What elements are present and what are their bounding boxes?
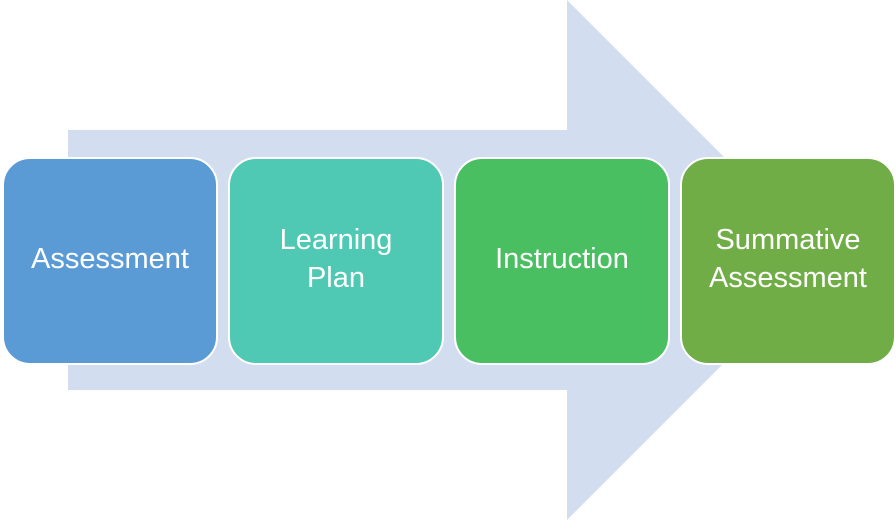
step-label: Summative Assessment [709,224,867,294]
step-label: Assessment [31,243,189,275]
step-assessment: Assessment [2,157,218,365]
arrow-shape [68,0,827,520]
step-instruction: Instruction [454,157,670,365]
step-label: Learning Plan [279,224,393,294]
step-learning-plan: Learning Plan [228,157,444,365]
step-summative-assessment: Summative Assessment [680,157,896,365]
step-label: Instruction [495,243,629,275]
